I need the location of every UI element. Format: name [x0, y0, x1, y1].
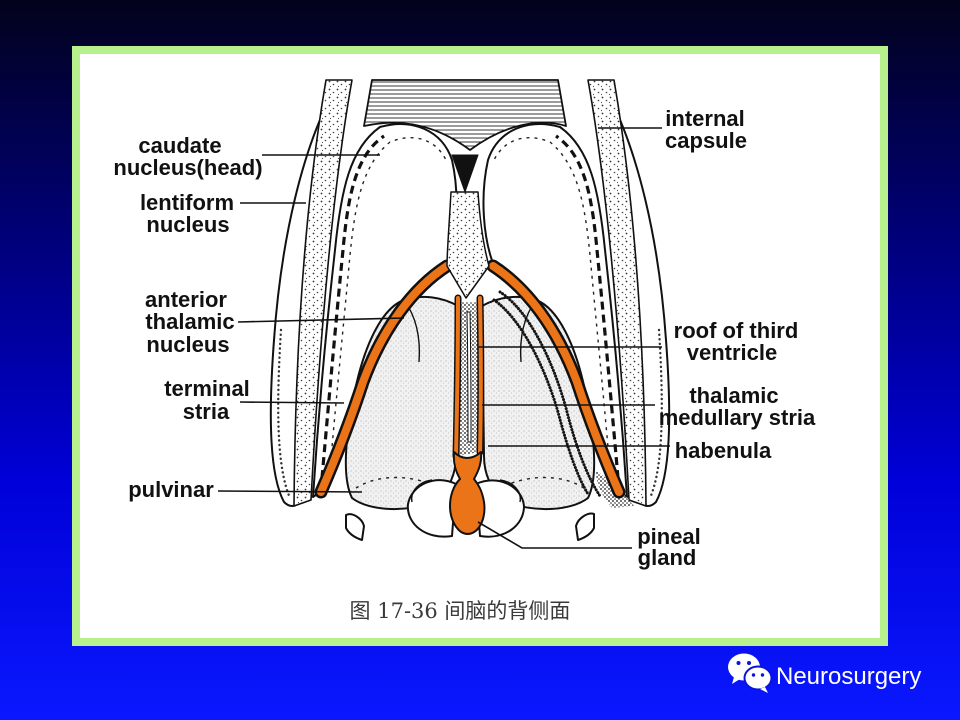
lateral-shading-dots-inner — [492, 298, 590, 496]
corpus-callosum-section — [363, 79, 567, 151]
right-thalamus-lateral-shading — [492, 290, 634, 508]
fornix-column — [446, 191, 490, 299]
label-terminal-stria-line2: stria — [183, 399, 230, 424]
lentiform-edge-dots-right — [648, 328, 663, 500]
brachium-right — [575, 512, 595, 541]
third-ventricle-slit — [466, 311, 472, 443]
label-roof-third-ventricle-line2: ventricle — [687, 340, 778, 365]
internal-capsules — [293, 79, 647, 507]
lateral-shading-dots — [498, 290, 602, 498]
leader-terminal-stria — [239, 401, 345, 404]
label-medullary-stria-line2: medullary stria — [659, 405, 816, 430]
anterior-commissure-triangle — [451, 154, 479, 194]
medullary-stria-right — [478, 296, 483, 454]
habenula-and-pineal-gland — [449, 451, 486, 535]
caudate-fine-hatching-left — [329, 137, 447, 471]
terminal-stria-left — [317, 262, 451, 496]
medullary-striae — [452, 294, 485, 460]
third-ventricle — [458, 302, 479, 456]
medullary-stria-left — [454, 296, 460, 458]
watermark-text: Neurosurgery — [776, 663, 921, 690]
label-lentiform-line2: nucleus — [146, 212, 229, 237]
colliculus-left — [406, 479, 457, 538]
pulvinar-contour-right — [499, 476, 585, 489]
internal-capsule-right — [587, 79, 647, 507]
watermark: Neurosurgery — [728, 653, 921, 693]
lentiform-edge-dots-left — [277, 328, 292, 500]
diencephalon-dorsal-view-illustration — [269, 79, 671, 541]
caudate-hatching-left — [320, 134, 385, 479]
label-caudate-line2: nucleus(head) — [113, 155, 262, 180]
label-terminal-stria-line1: terminal — [164, 376, 250, 401]
label-medullary-stria-line1: thalamic — [689, 383, 778, 408]
label-pulvinar: pulvinar — [128, 477, 214, 502]
caudate-hatching-right — [555, 134, 620, 479]
midbrain-structures — [345, 479, 595, 541]
label-internal-capsule-line1: internal — [665, 106, 744, 131]
label-pineal-gland-line1: pineal — [637, 524, 701, 549]
label-internal-capsule-line2: capsule — [665, 128, 747, 153]
wechat-icon — [728, 653, 773, 693]
fornix-columns — [446, 154, 490, 299]
label-habenula: habenula — [675, 438, 772, 463]
figure-caption: 图 17-36 间脑的背侧面 — [350, 599, 571, 623]
label-anterior-thalamic-line3: nucleus — [146, 332, 229, 357]
leader-lines — [217, 127, 670, 549]
brachium-left — [345, 513, 365, 541]
terminal-striae — [314, 259, 626, 499]
labels: caudate nucleus(head) lentiform nucleus … — [113, 106, 816, 570]
internal-capsule-left — [293, 79, 353, 507]
leader-pineal-gland — [477, 521, 632, 549]
colliculus-fold-left — [411, 479, 433, 503]
pulvinar-contour-left — [355, 476, 441, 489]
label-roof-third-ventricle-line1: roof of third — [674, 318, 799, 343]
colliculus-right — [475, 479, 525, 538]
label-anterior-thalamic-line2: thalamic — [145, 309, 234, 334]
label-pineal-gland-line2: gland — [638, 545, 697, 570]
leader-anterior-thalamic — [237, 317, 405, 323]
leader-pulvinar — [217, 490, 363, 493]
terminal-stria-right — [489, 262, 623, 496]
label-caudate-line1: caudate — [138, 133, 221, 158]
caudate-fine-hatching-right — [493, 137, 611, 471]
colliculus-fold-right — [499, 479, 521, 503]
label-lentiform-line1: lentiform — [140, 190, 234, 215]
label-anterior-thalamic-line1: anterior — [145, 287, 227, 312]
